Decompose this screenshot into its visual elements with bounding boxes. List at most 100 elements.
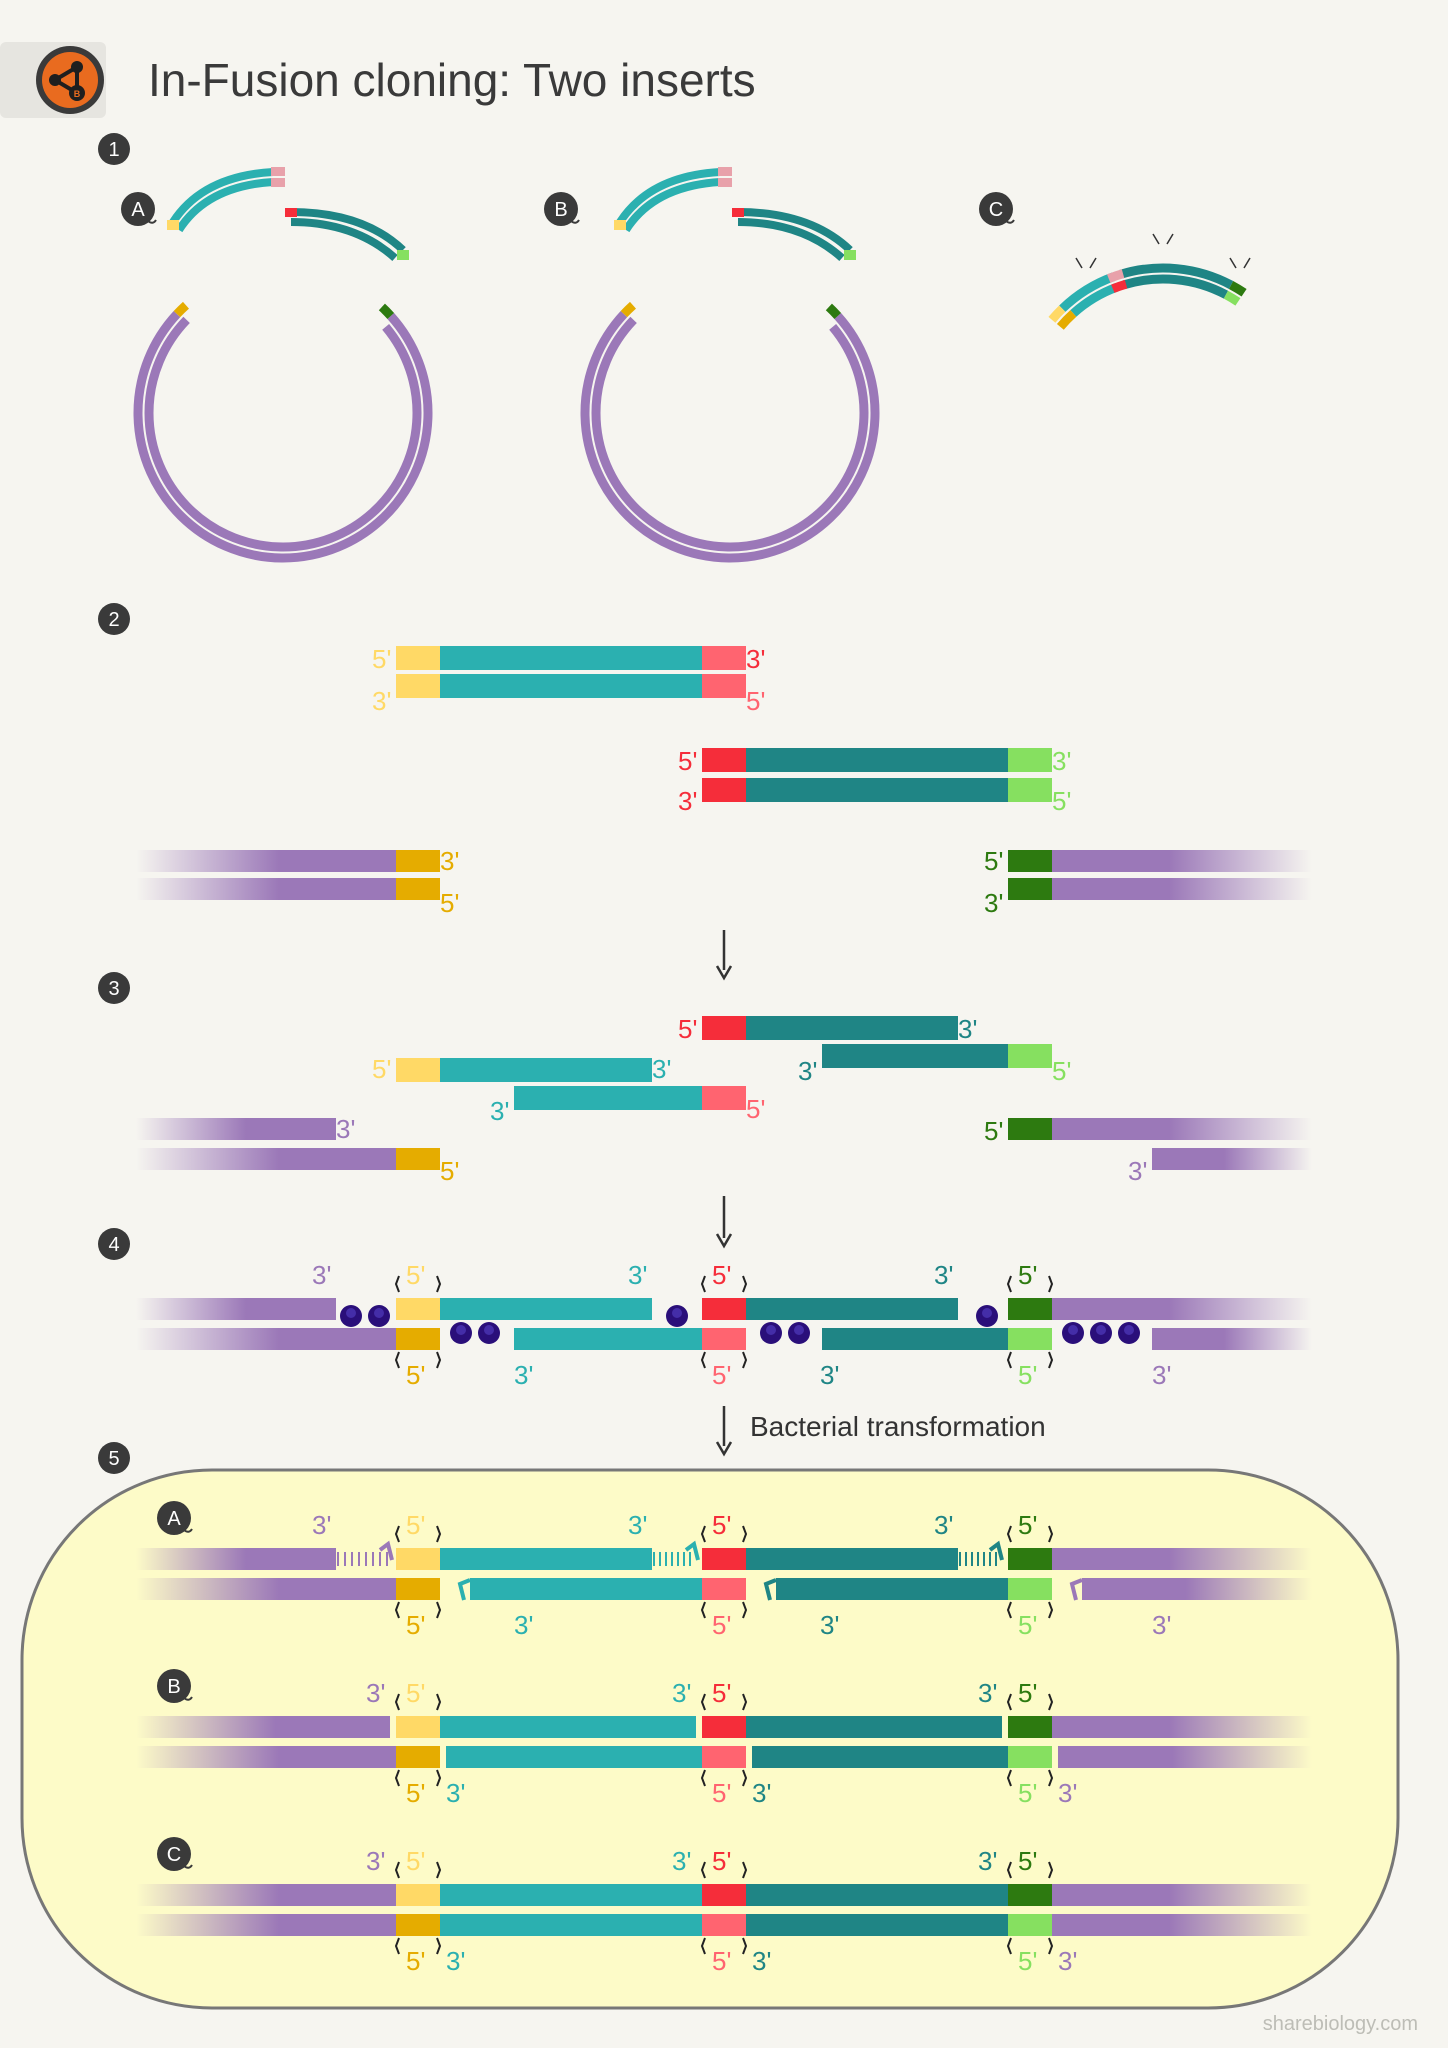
insert2-end xyxy=(844,250,856,260)
junction3-bottom xyxy=(1008,1914,1052,1936)
end-label-5prime: 5' xyxy=(984,846,1003,876)
marker-c-step5-tail xyxy=(183,1864,193,1869)
brace-right-top xyxy=(436,1861,442,1879)
junction-tick xyxy=(1229,257,1237,269)
brace-right-bottom xyxy=(436,1351,442,1369)
brace-left-top xyxy=(700,1861,706,1879)
enzyme-highlight xyxy=(672,1308,682,1318)
vector-right-bottom-strand xyxy=(1152,1328,1312,1350)
end-label-5prime: 5' xyxy=(440,1156,459,1186)
junction2-top xyxy=(702,1298,746,1320)
brace-left-top xyxy=(394,1861,400,1879)
end-label-3prime: 3' xyxy=(1152,1610,1171,1640)
brace-right-bottom xyxy=(436,1601,442,1619)
end-label-5prime: 5' xyxy=(1018,1778,1037,1808)
arrow-step3-to-4-head xyxy=(715,1233,733,1249)
junction2-bottom xyxy=(702,1914,746,1936)
enzyme-highlight xyxy=(794,1325,804,1335)
vector-right-bottom-strand xyxy=(1052,878,1312,900)
brace-right-top xyxy=(1048,1861,1054,1879)
brace-left-top xyxy=(700,1693,706,1711)
vector-left-overlap xyxy=(620,301,637,318)
insert2-bottom-right-overlap xyxy=(1008,778,1052,802)
end-label-3prime: 3' xyxy=(958,1014,977,1044)
brace-right-top xyxy=(742,1275,748,1293)
end-label-5prime: 5' xyxy=(712,1678,731,1708)
insert2-start xyxy=(732,208,744,217)
insert1-top-strand xyxy=(440,1884,702,1906)
flap-insert2-bottom xyxy=(763,1578,777,1601)
vector-outer-strand xyxy=(133,311,433,563)
marker-a-step5: A xyxy=(157,1501,193,1535)
insert2-bottom-strand xyxy=(822,1044,1008,1068)
end-label-5prime: 5' xyxy=(678,746,697,776)
end-label-5prime: 5' xyxy=(1052,1056,1071,1086)
enzyme-highlight xyxy=(1124,1325,1134,1335)
brace-left-bottom xyxy=(1006,1937,1012,1955)
vector-left-overlap xyxy=(173,301,190,318)
step-1-badge: 1 xyxy=(98,133,130,165)
vector-outer-strand xyxy=(580,311,880,563)
end-label-5prime: 5' xyxy=(406,1678,425,1708)
marker-b-step5-circle xyxy=(157,1669,191,1703)
brace-left-top xyxy=(394,1275,400,1293)
end-label-5prime: 5' xyxy=(712,1360,731,1390)
end-label-5prime: 5' xyxy=(984,1116,1003,1146)
brace-left-bottom xyxy=(1006,1601,1012,1619)
enzyme-highlight xyxy=(1096,1325,1106,1335)
vector-left-top-strand xyxy=(136,1298,336,1320)
insert1-overhang-left xyxy=(396,1058,440,1082)
end-label-3prime: 3' xyxy=(490,1096,509,1126)
flap-vector-right xyxy=(1069,1578,1083,1601)
step-1-badge-circle xyxy=(98,133,130,165)
vector-inner-strand xyxy=(591,316,869,552)
brace-right-top xyxy=(742,1861,748,1879)
brace-right-top xyxy=(436,1693,442,1711)
brace-left-bottom xyxy=(394,1351,400,1369)
brace-right-top xyxy=(1048,1525,1054,1543)
end-label-3prime: 3' xyxy=(446,1778,465,1808)
brace-right-top xyxy=(436,1525,442,1543)
junction3-bottom xyxy=(1008,1578,1052,1600)
insert2-arc-top xyxy=(737,208,853,253)
end-label-5prime: 5' xyxy=(406,1846,425,1876)
insert1-end-bottom xyxy=(271,178,285,187)
vector-right-top-strand xyxy=(1052,1298,1312,1320)
brace-right-bottom xyxy=(436,1937,442,1955)
insert2-arc-top xyxy=(290,208,406,253)
brace-left-bottom xyxy=(1006,1769,1012,1787)
junction1-bottom xyxy=(396,1578,440,1600)
brace-left-bottom xyxy=(394,1601,400,1619)
enzyme-highlight xyxy=(1068,1325,1078,1335)
insert1-top-right-overlap xyxy=(702,646,746,670)
insert2-top-left-overlap xyxy=(702,748,746,772)
end-label-3prime: 3' xyxy=(678,786,697,816)
marker-c-step5-circle xyxy=(157,1837,191,1871)
junction-tick xyxy=(1089,257,1097,269)
insert1-overhang-right xyxy=(702,1086,746,1110)
insert1-start xyxy=(167,220,179,230)
end-label-3prime: 3' xyxy=(372,686,391,716)
flap-insert1 xyxy=(684,1540,700,1561)
junction2-bottom xyxy=(702,1746,746,1768)
end-label-5prime: 5' xyxy=(406,1510,425,1540)
end-label-5prime: 5' xyxy=(712,1846,731,1876)
end-label-5prime: 5' xyxy=(746,1094,765,1124)
step-3-badge-circle xyxy=(98,972,130,1004)
insert1-top-strand xyxy=(440,1298,652,1320)
end-label-5prime: 5' xyxy=(440,888,459,918)
insert2-top-strand xyxy=(746,1298,958,1320)
insert2-inner xyxy=(1122,274,1229,299)
brace-left-bottom xyxy=(700,1769,706,1787)
brace-left-top xyxy=(700,1525,706,1543)
free-inserts-a xyxy=(167,167,409,261)
end-label-5prime: 5' xyxy=(678,1014,697,1044)
vector-left-top-strand xyxy=(136,1716,390,1738)
insert1-top-strand xyxy=(440,646,702,670)
marker-b-step5-tail xyxy=(183,1696,193,1701)
brace-left-top xyxy=(1006,1693,1012,1711)
brace-right-bottom xyxy=(742,1769,748,1787)
end-label-3prime: 3' xyxy=(628,1260,647,1290)
junction3-top xyxy=(1008,1548,1052,1570)
overlap-mid-inner xyxy=(1111,279,1128,293)
